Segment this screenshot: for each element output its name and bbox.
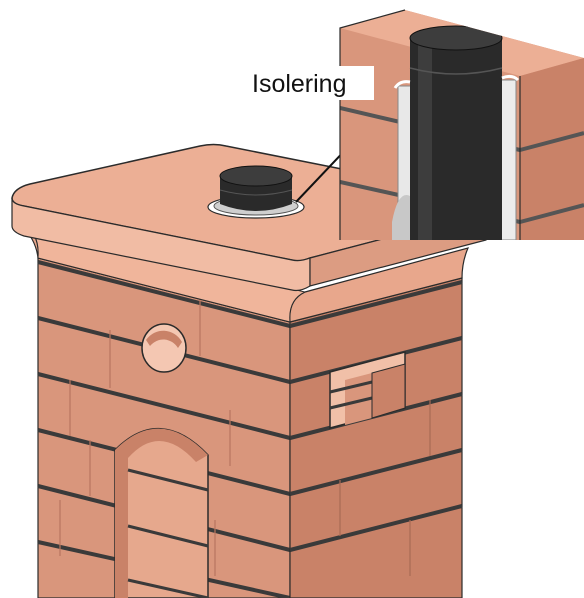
arched-opening xyxy=(114,427,209,598)
callout-label: Isolering xyxy=(252,70,347,98)
insulation-sleeve-right xyxy=(499,79,517,240)
flue-pipe xyxy=(207,165,305,219)
rectangular-opening xyxy=(329,351,406,429)
round-opening xyxy=(141,323,187,373)
chimney-left-face xyxy=(37,257,291,598)
inset-detail-view xyxy=(339,9,584,240)
chimney-right-face xyxy=(289,277,463,598)
